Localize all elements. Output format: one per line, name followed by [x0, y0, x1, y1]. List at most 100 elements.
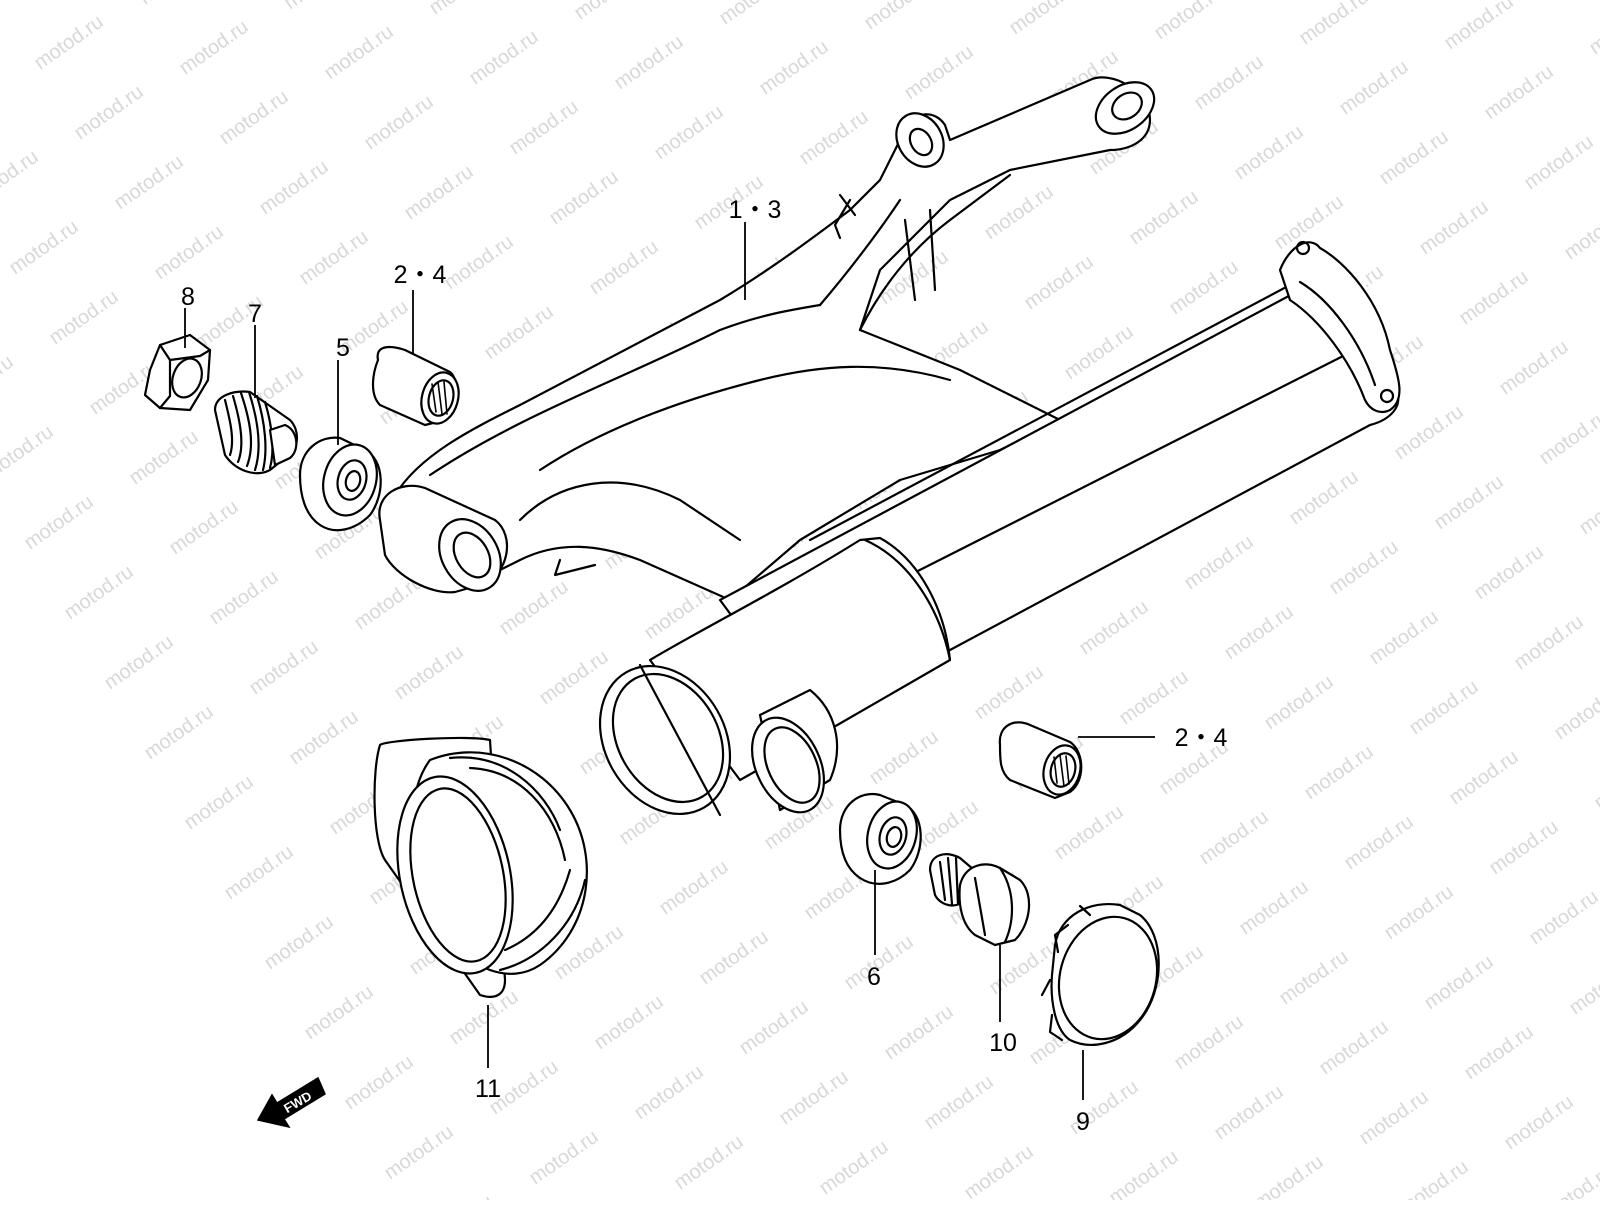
callout-11: 11 — [475, 1075, 501, 1103]
watermark-text: motod.ru — [205, 566, 282, 629]
watermark-text: motod.ru — [525, 1126, 602, 1189]
watermark-text: motod.ru — [1195, 806, 1272, 869]
callout-8: 8 — [181, 283, 195, 311]
watermark-text: motod.ru — [0, 146, 43, 209]
watermark-text: motod.ru — [180, 771, 257, 834]
watermark-text: motod.ru — [1365, 606, 1442, 669]
watermark-text: motod.ru — [1190, 51, 1267, 114]
watermark-text: motod.ru — [30, 11, 107, 74]
watermark-text: motod.ru — [570, 0, 647, 24]
watermark-text: motod.ru — [1415, 196, 1492, 259]
watermark-text: motod.ru — [670, 1131, 747, 1194]
bearing-icon — [298, 436, 382, 532]
watermark-text: motod.ru — [655, 856, 732, 919]
watermark-text: motod.ru — [1420, 951, 1497, 1014]
watermark-text: motod.ru — [1460, 1021, 1537, 1084]
watermark-text: motod.ru — [420, 1191, 497, 1200]
watermark-text: motod.ru — [1470, 541, 1547, 604]
watermark-text: motod.ru — [45, 286, 122, 349]
watermark-text: motod.ru — [1395, 1156, 1472, 1200]
watermark-text: motod.ru — [220, 841, 297, 904]
watermark-text: motod.ru — [860, 0, 937, 34]
needle-bearing-icon — [998, 721, 1083, 800]
watermark-text: motod.ru — [535, 646, 612, 709]
watermark-text: motod.ru — [795, 106, 872, 169]
watermark-text: motod.ru — [920, 1071, 997, 1134]
watermark-text: motod.ru — [630, 1061, 707, 1124]
watermark-text: motod.ru — [1170, 1011, 1247, 1074]
watermark-text: motod.ru — [505, 96, 582, 159]
watermark-text: motod.ru — [1540, 1161, 1600, 1200]
callout-7: 7 — [248, 300, 262, 328]
watermark-text: motod.ru — [1380, 881, 1457, 944]
watermark-text: motod.ru — [1020, 251, 1097, 314]
watermark-text: motod.ru — [650, 101, 727, 164]
watermark-text: motod.ru — [1445, 746, 1522, 809]
watermark-text: motod.ru — [295, 226, 372, 289]
watermark-text: motod.ru — [590, 991, 667, 1054]
watermark-text: motod.ru — [1565, 956, 1600, 1019]
watermark-text: motod.ru — [1510, 611, 1587, 674]
watermark-text: motod.ru — [1480, 61, 1557, 124]
watermark-text: motod.ru — [1260, 671, 1337, 734]
callout-labels: 1・3 2・4 2・4 5 6 7 8 9 10 11 — [181, 196, 1227, 1136]
watermark-text: motod.ru — [1115, 666, 1192, 729]
watermark-text: motod.ru — [110, 151, 187, 214]
watermark-text: motod.ru — [1430, 471, 1507, 534]
watermark-text: motod.ru — [815, 1136, 892, 1199]
watermark-text: motod.ru — [125, 426, 202, 489]
watermark-text: motod.ru — [1535, 406, 1600, 469]
watermark-text: motod.ru — [1230, 121, 1307, 184]
watermark-text: motod.ru — [1220, 601, 1297, 664]
watermark-text: motod.ru — [1150, 0, 1227, 44]
watermark-text: motod.ru — [60, 561, 137, 624]
watermark-text: motod.ru — [0, 76, 3, 139]
callout-6: 6 — [867, 963, 881, 991]
watermark-text: motod.ru — [135, 0, 212, 9]
watermark-text: motod.ru — [1375, 126, 1452, 189]
watermark-text: motod.ru — [1590, 751, 1600, 814]
watermark-text: motod.ru — [715, 0, 792, 29]
watermark-text: motod.ru — [1060, 321, 1137, 384]
watermark-text: motod.ru — [1440, 0, 1517, 54]
callout-2-4-top: 2・4 — [394, 261, 447, 289]
watermark-text: motod.ru — [440, 231, 517, 294]
watermark-text: motod.ru — [1355, 1086, 1432, 1149]
watermark-text: motod.ru — [1575, 476, 1600, 539]
watermark-text: motod.ru — [1275, 946, 1352, 1009]
pivot-shaft-icon — [213, 390, 298, 475]
watermark-text: motod.ru — [960, 1141, 1037, 1200]
watermark-text: motod.ru — [0, 0, 68, 4]
callout-5: 5 — [336, 334, 350, 362]
watermark-text: motod.ru — [1390, 401, 1467, 464]
watermark-text: motod.ru — [1325, 536, 1402, 599]
watermark-text: motod.ru — [880, 1001, 957, 1064]
watermark-text: motod.ru — [1455, 266, 1532, 329]
watermark-text: motod.ru — [1295, 0, 1372, 49]
watermark-text: motod.ru — [545, 166, 622, 229]
watermark-text: motod.ru — [1050, 801, 1127, 864]
watermark-text: motod.ru — [1075, 596, 1152, 659]
watermark-text: motod.ru — [140, 701, 217, 764]
watermark-text: motod.ru — [285, 706, 362, 769]
watermark-text: motod.ru — [465, 26, 542, 89]
watermark-text: motod.ru — [1405, 676, 1482, 739]
watermark-text: motod.ru — [245, 636, 322, 699]
watermark-text: motod.ru — [1210, 1081, 1287, 1144]
fwd-arrow-icon: FWD — [256, 1076, 326, 1129]
watermark-text: motod.ru — [1005, 0, 1082, 39]
watermark-text: motod.ru — [320, 21, 397, 84]
swingarm-icon — [378, 76, 1401, 817]
watermark-text: motod.ru — [585, 236, 662, 299]
watermark-text: motod.ru — [775, 1066, 852, 1129]
watermark-text: motod.ru — [1500, 1091, 1577, 1154]
watermark-text: motod.ru — [0, 421, 58, 484]
watermark-text: motod.ru — [1165, 256, 1242, 319]
needle-bearing-icon — [371, 345, 460, 427]
watermark-text: motod.ru — [1335, 56, 1412, 119]
watermark-text: motod.ru — [380, 1121, 457, 1184]
bearing-icon — [838, 792, 922, 885]
watermark-text: motod.ru — [280, 0, 357, 14]
